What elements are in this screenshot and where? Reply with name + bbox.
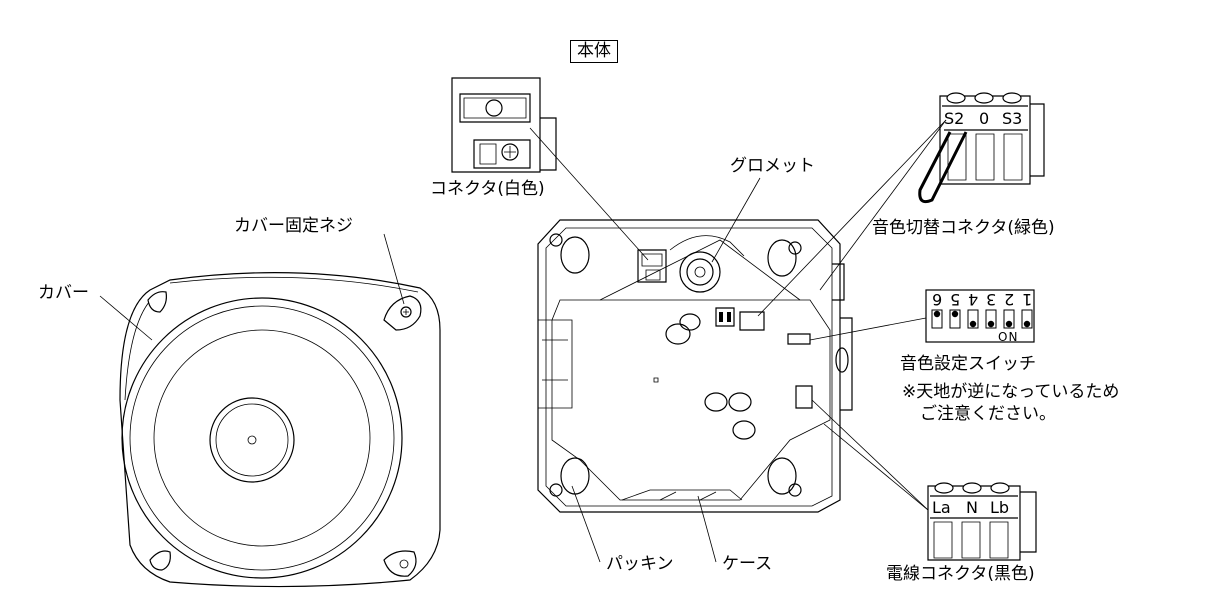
dip-switch-slot (1003, 309, 1015, 329)
label-cover: カバー (38, 283, 89, 303)
dip-number: 1 (1022, 290, 1033, 309)
label-power-connector: 電線コネクタ(黒色) (886, 564, 1035, 584)
case-boss-top-right (767, 239, 802, 277)
leader-lines (99, 119, 947, 563)
power-terminal-lb: Lb (990, 498, 1010, 517)
dip-switch-knob-down (1023, 320, 1031, 328)
dip-on-label: ON (998, 330, 1019, 344)
cover-drawing (119, 272, 441, 588)
dip-number: 6 (932, 290, 943, 309)
label-grommet: グロメット (730, 156, 815, 176)
dip-switch-slot (967, 309, 979, 329)
label-case: ケース (722, 554, 773, 574)
dip-switch-slot (931, 309, 943, 329)
case-boss-top-left (549, 233, 590, 274)
label-note-line1: ※天地が逆になっているため (902, 382, 1120, 402)
dip-switch-slot (1021, 309, 1033, 329)
tone-terminal-s3: S3 (1002, 109, 1023, 128)
case-drawing (537, 219, 853, 513)
dip-switch-knob-down (987, 320, 995, 328)
dip-numbers: 6 5 4 3 2 1 (926, 290, 1034, 309)
dip-switch-slot (949, 309, 961, 329)
dip-switch-knob-down (1005, 320, 1013, 328)
power-terminal-la: La (932, 498, 951, 517)
cover-screw-icon (383, 295, 422, 331)
label-connector-white: コネクタ(白色) (430, 179, 545, 199)
dip-switch-knob-down (969, 320, 977, 328)
label-tone-setting-switch: 音色設定スイッチ (900, 354, 1036, 374)
dip-number: 4 (968, 290, 979, 309)
case-boss-bottom-right (767, 457, 802, 497)
dip-number: 3 (986, 290, 997, 309)
label-note-line2: ご注意ください。 (920, 404, 1056, 424)
tone-terminal-0: 0 (979, 109, 990, 128)
dip-number: 2 (1004, 290, 1015, 309)
dip-number: 5 (950, 290, 961, 309)
dip-switch-slot (985, 309, 997, 329)
dip-switch-knob-up (933, 310, 941, 318)
grommet-icon (669, 235, 745, 293)
dip-switch-knob-up (951, 310, 959, 318)
label-packing: パッキン (606, 554, 674, 574)
white-connector-drawing (451, 77, 557, 173)
tone-terminal-s2: S2 (944, 109, 965, 128)
tone-connector-drawing (918, 92, 1045, 204)
power-connector-drawing (927, 482, 1037, 561)
dip-switch-drawing (925, 289, 1035, 343)
power-terminal-n: N (966, 498, 978, 517)
title-main-body: 本体 (570, 40, 618, 63)
capacitors-icon (665, 313, 756, 440)
label-cover-screw: カバー固定ネジ (234, 216, 353, 236)
label-tone-switch-connector: 音色切替コネクタ(緑色) (872, 218, 1055, 238)
